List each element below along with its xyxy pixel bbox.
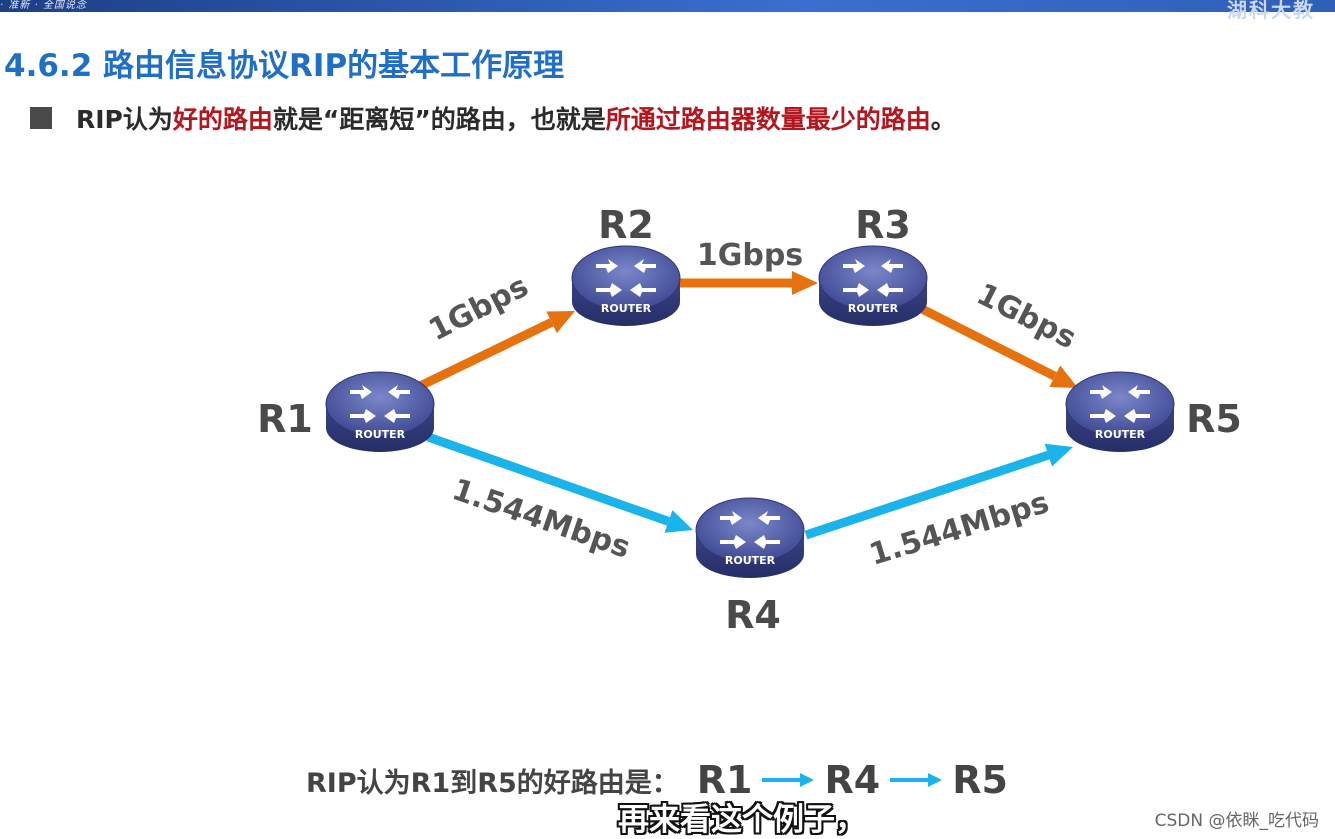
link-r1-r2 (416, 311, 575, 392)
router-r1: ROUTER (325, 371, 435, 452)
router-label-r3: R3 (855, 203, 911, 247)
router-r2: ROUTER (571, 245, 681, 326)
banner-right-text: 湖科大教 (1227, 0, 1315, 22)
router-device-text: ROUTER (601, 302, 652, 315)
path-node-r4: R4 (824, 758, 881, 802)
router-device-text: ROUTER (355, 428, 406, 441)
router-label-r5: R5 (1186, 397, 1242, 441)
link-line (416, 318, 554, 392)
links-layer (416, 271, 1078, 540)
router-arrows-icon (596, 259, 656, 297)
router-arrows-icon (350, 385, 410, 423)
arrowhead-icon (1044, 443, 1073, 467)
router-label-r2: R2 (598, 203, 654, 247)
section-title: 4.6.2 路由信息协议RIP的基本工作原理 (4, 48, 565, 84)
link-bandwidth-label: 1.544Mbps (448, 472, 635, 566)
link-line (919, 304, 1057, 381)
router-top (695, 497, 805, 563)
bullet-text-2: 就是“距离短”的路由，也就是 (272, 105, 606, 134)
router-device-text: ROUTER (848, 302, 899, 315)
router-device-text: ROUTER (725, 554, 776, 567)
link-bandwidth-label: 1Gbps (697, 238, 803, 273)
router-top (571, 245, 681, 311)
bullet-statement: RIP认为好的路由就是“距离短”的路由，也就是所通过路由器数量最少的路由。 (30, 100, 956, 136)
router-arrows-icon (1090, 385, 1150, 423)
video-subtitle: 再来看这个例子， (618, 802, 866, 838)
link-line (804, 450, 1050, 540)
router-top (325, 371, 435, 437)
conclusion-prefix: RIP认为R1到R5的好路由是： (306, 767, 679, 799)
csdn-watermark: CSDN @依眯_吃代码 (1154, 811, 1319, 831)
router-r5: ROUTER (1065, 371, 1175, 452)
router-device-text: ROUTER (1095, 428, 1146, 441)
router-r4: ROUTER (695, 497, 805, 578)
router-label-r1: R1 (257, 397, 313, 441)
arrowhead-icon (1049, 365, 1078, 388)
arrowhead-icon (664, 510, 693, 533)
link-bandwidth-label: 1.544Mbps (865, 485, 1053, 573)
link-line (426, 432, 670, 526)
link-r3-r5 (919, 304, 1078, 388)
path-node-r5: R5 (952, 758, 1008, 802)
router-arrows-icon (843, 259, 903, 297)
bullet-text-3: 。 (930, 105, 956, 134)
conclusion-line: RIP认为R1到R5的好路由是： R1 R4 R5 (306, 758, 1008, 802)
arrowhead-icon (546, 311, 575, 334)
link-r1-r4 (426, 432, 693, 533)
bullet-text-1: RIP认为 (76, 105, 173, 134)
bullet-highlight-good-route: 好的路由 (172, 105, 273, 134)
router-top (1065, 371, 1175, 437)
bullet-square-icon (30, 107, 52, 129)
router-label-r4: R4 (725, 593, 781, 637)
bullet-highlight-fewest-routers: 所通过路由器数量最少的路由 (605, 105, 931, 134)
path-arrow-icon (762, 773, 815, 787)
path-node-r1: R1 (696, 758, 753, 802)
router-r3: ROUTER (818, 245, 928, 326)
routers-layer: ROUTER ROUTER ROUTER ROUTER ROUTER (325, 245, 1175, 578)
link-r2-r3 (680, 271, 818, 295)
path-arrow-icon (890, 773, 943, 787)
router-top (818, 245, 928, 311)
banner-left-text: · 准新 · 全国说念 (0, 0, 87, 11)
router-arrows-icon (720, 511, 780, 549)
top-banner: · 准新 · 全国说念 湖科大教 (0, 0, 1335, 22)
link-r4-r5 (804, 443, 1073, 540)
arrowhead-icon (792, 271, 818, 295)
